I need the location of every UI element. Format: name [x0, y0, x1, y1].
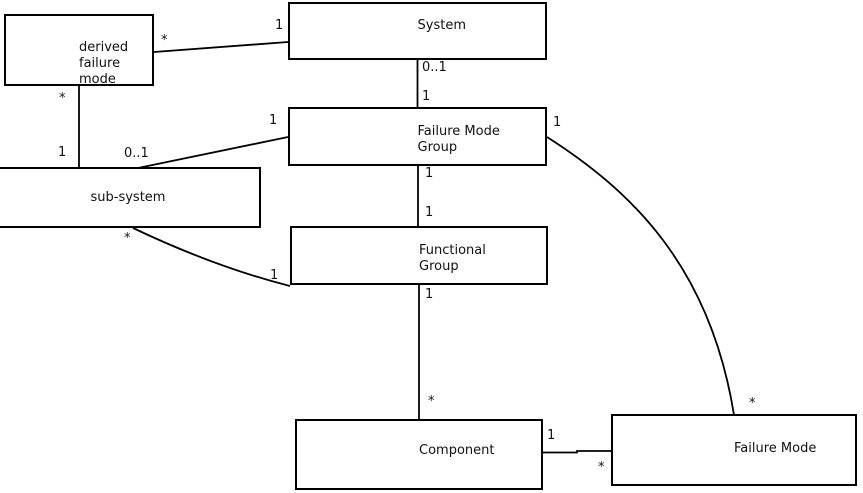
- box-label-component: Component: [419, 443, 495, 458]
- box-failure-mode: Failure Mode: [611, 414, 857, 486]
- mult-sub-system-functional-group-target: 1: [270, 268, 279, 283]
- box-failure-mode-group: Failure Mode Group: [288, 107, 547, 166]
- mult-system-failure-mode-group-source: 0..1: [422, 60, 447, 75]
- box-label-failure-mode: Failure Mode: [734, 441, 817, 456]
- box-label-failure-mode-group: Failure Mode Group: [417, 124, 500, 155]
- box-component: Component: [295, 419, 543, 490]
- mult-failure-mode-group-functional-group-target: 1: [425, 205, 434, 220]
- box-label-system: System: [417, 18, 466, 33]
- box-label-sub-system: sub-system: [90, 190, 166, 205]
- edge-sub-system-functional-group: [132, 227, 291, 287]
- mult-derived-failure-mode-sub-system-source: *: [59, 91, 66, 106]
- mult-component-failure-mode-target: *: [598, 460, 605, 475]
- box-sub-system: sub-system: [0, 167, 261, 228]
- box-derived-failure-mode: derived failure mode: [4, 14, 154, 87]
- mult-failure-mode-group-failure-mode-source: 1: [553, 115, 562, 130]
- box-functional-group: Functional Group: [290, 226, 548, 285]
- edge-component-failure-mode: [543, 450, 612, 454]
- mult-sub-system-failure-mode-group-target: 1: [269, 113, 278, 128]
- mult-system-failure-mode-group-target: 1: [422, 89, 431, 104]
- mult-failure-mode-group-functional-group-source: 1: [425, 166, 434, 181]
- box-system: System: [288, 2, 547, 60]
- edge-failure-mode-group-failure-mode: [546, 136, 735, 416]
- mult-derived-failure-mode-sub-system-target: 1: [58, 145, 67, 160]
- mult-sub-system-functional-group-source: *: [124, 231, 131, 246]
- mult-functional-group-component-source: 1: [425, 287, 434, 302]
- edge-sub-system-failure-mode-group: [137, 136, 289, 169]
- mult-failure-mode-group-failure-mode-target: *: [749, 396, 756, 411]
- mult-derived-failure-mode-system-source: *: [161, 33, 168, 48]
- mult-component-failure-mode-source: 1: [547, 428, 556, 443]
- box-label-functional-group: Functional Group: [419, 243, 486, 274]
- mult-sub-system-failure-mode-group-source: 0..1: [124, 146, 149, 161]
- mult-functional-group-component-target: *: [428, 394, 435, 409]
- box-label-derived-failure-mode: derived failure mode: [79, 40, 129, 87]
- edge-derived-failure-mode-system: [153, 41, 289, 53]
- mult-derived-failure-mode-system-target: 1: [275, 18, 284, 33]
